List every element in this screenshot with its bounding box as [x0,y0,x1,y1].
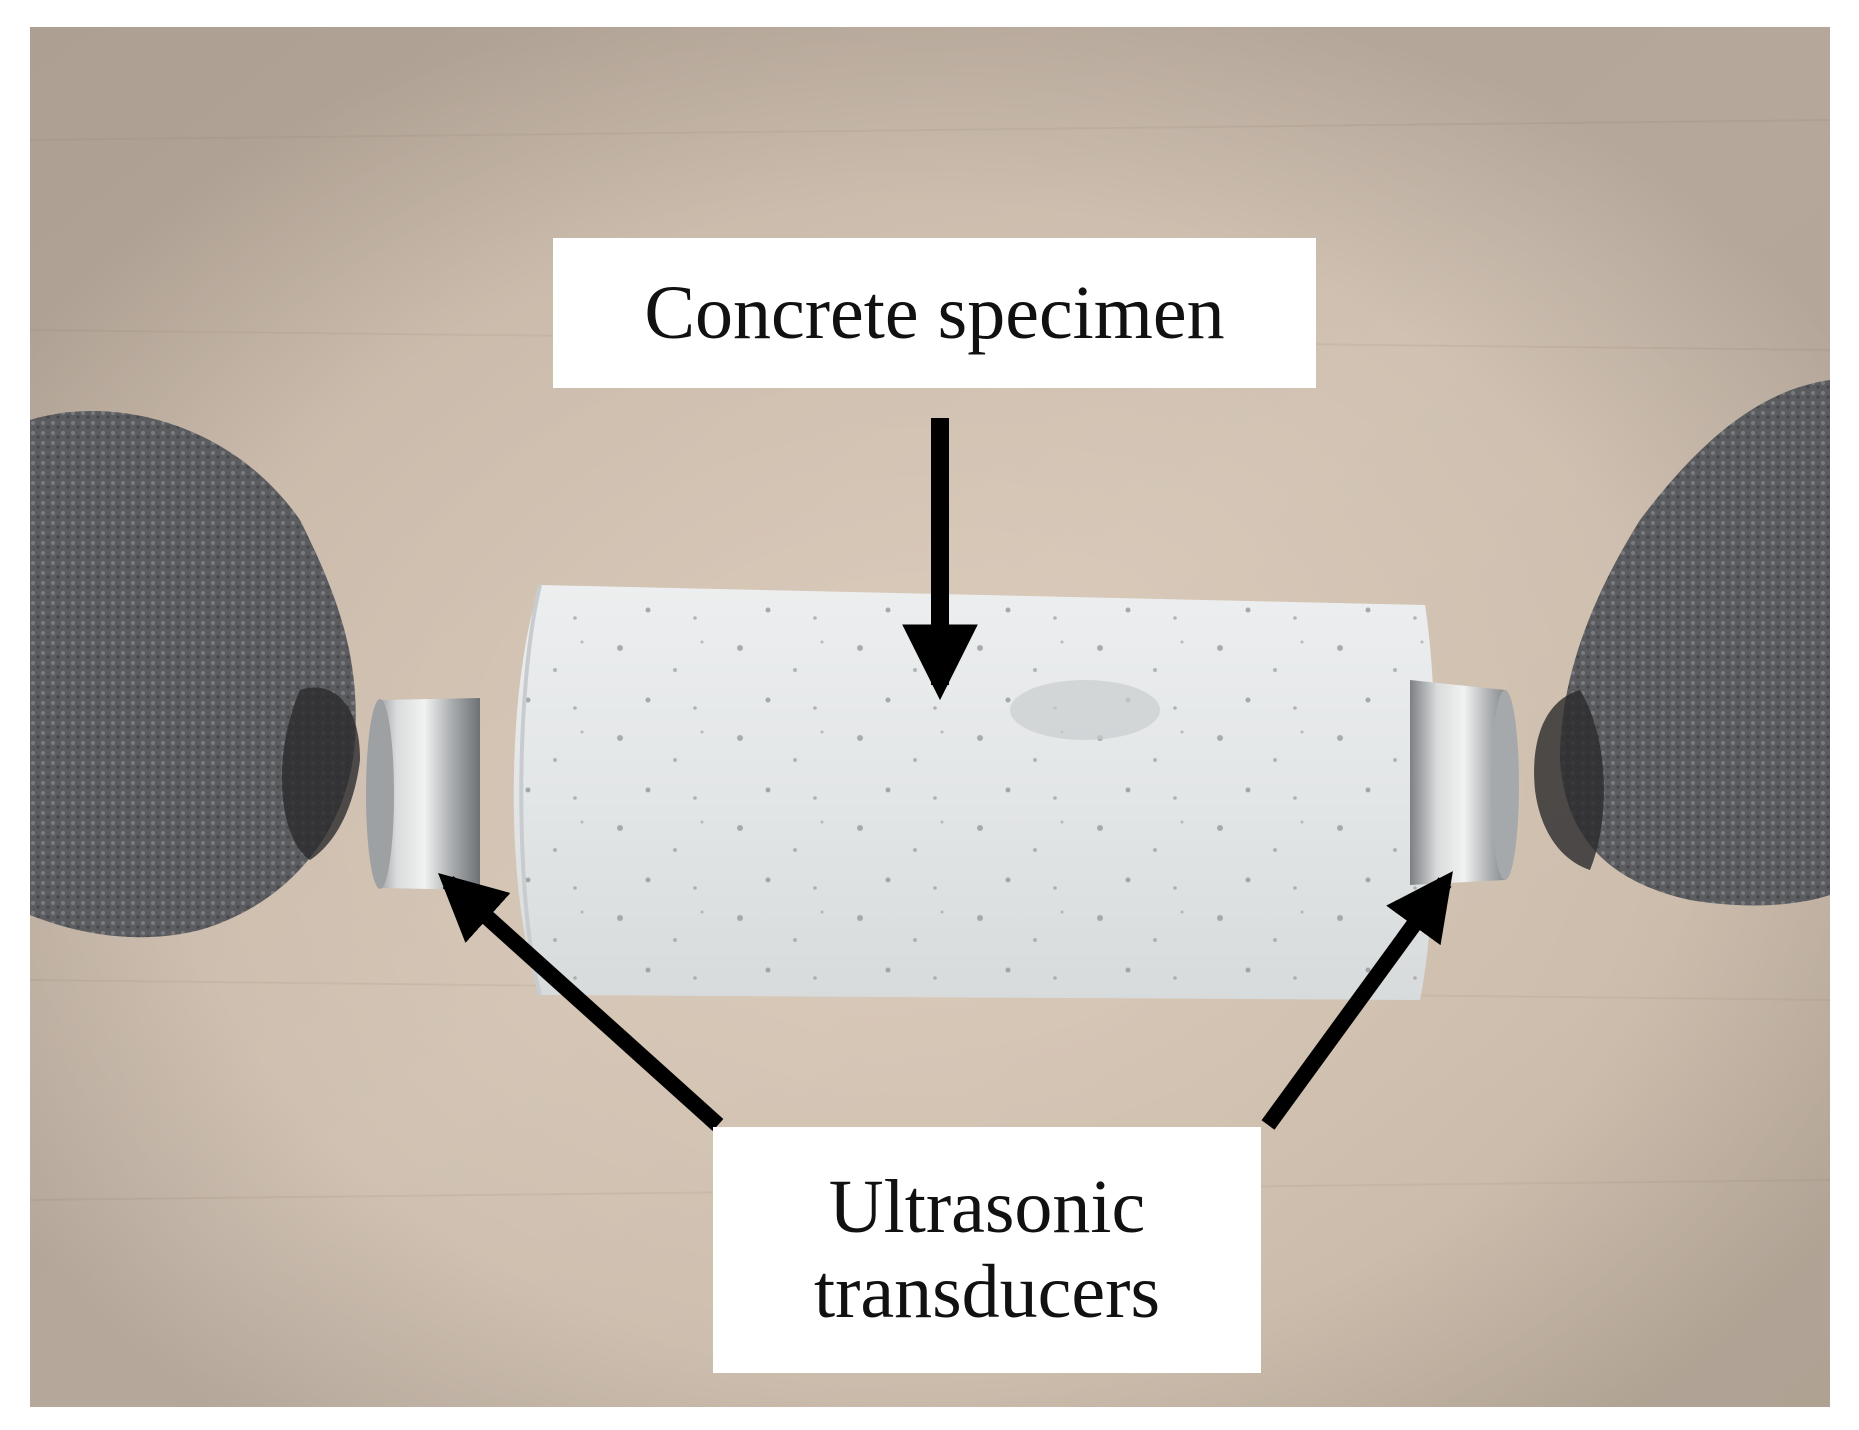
ultrasonic-text: Ultrasonic [828,1164,1146,1249]
ultrasonic-transducers-label: Ultrasonic transducers [713,1127,1261,1373]
right-transducer-arrow [1261,871,1453,1130]
concrete-specimen-text: Concrete specimen [644,271,1225,355]
concrete-specimen-label: Concrete specimen [553,238,1316,388]
transducers-text: transducers [813,1250,1161,1334]
left-transducer-arrow [438,873,724,1131]
